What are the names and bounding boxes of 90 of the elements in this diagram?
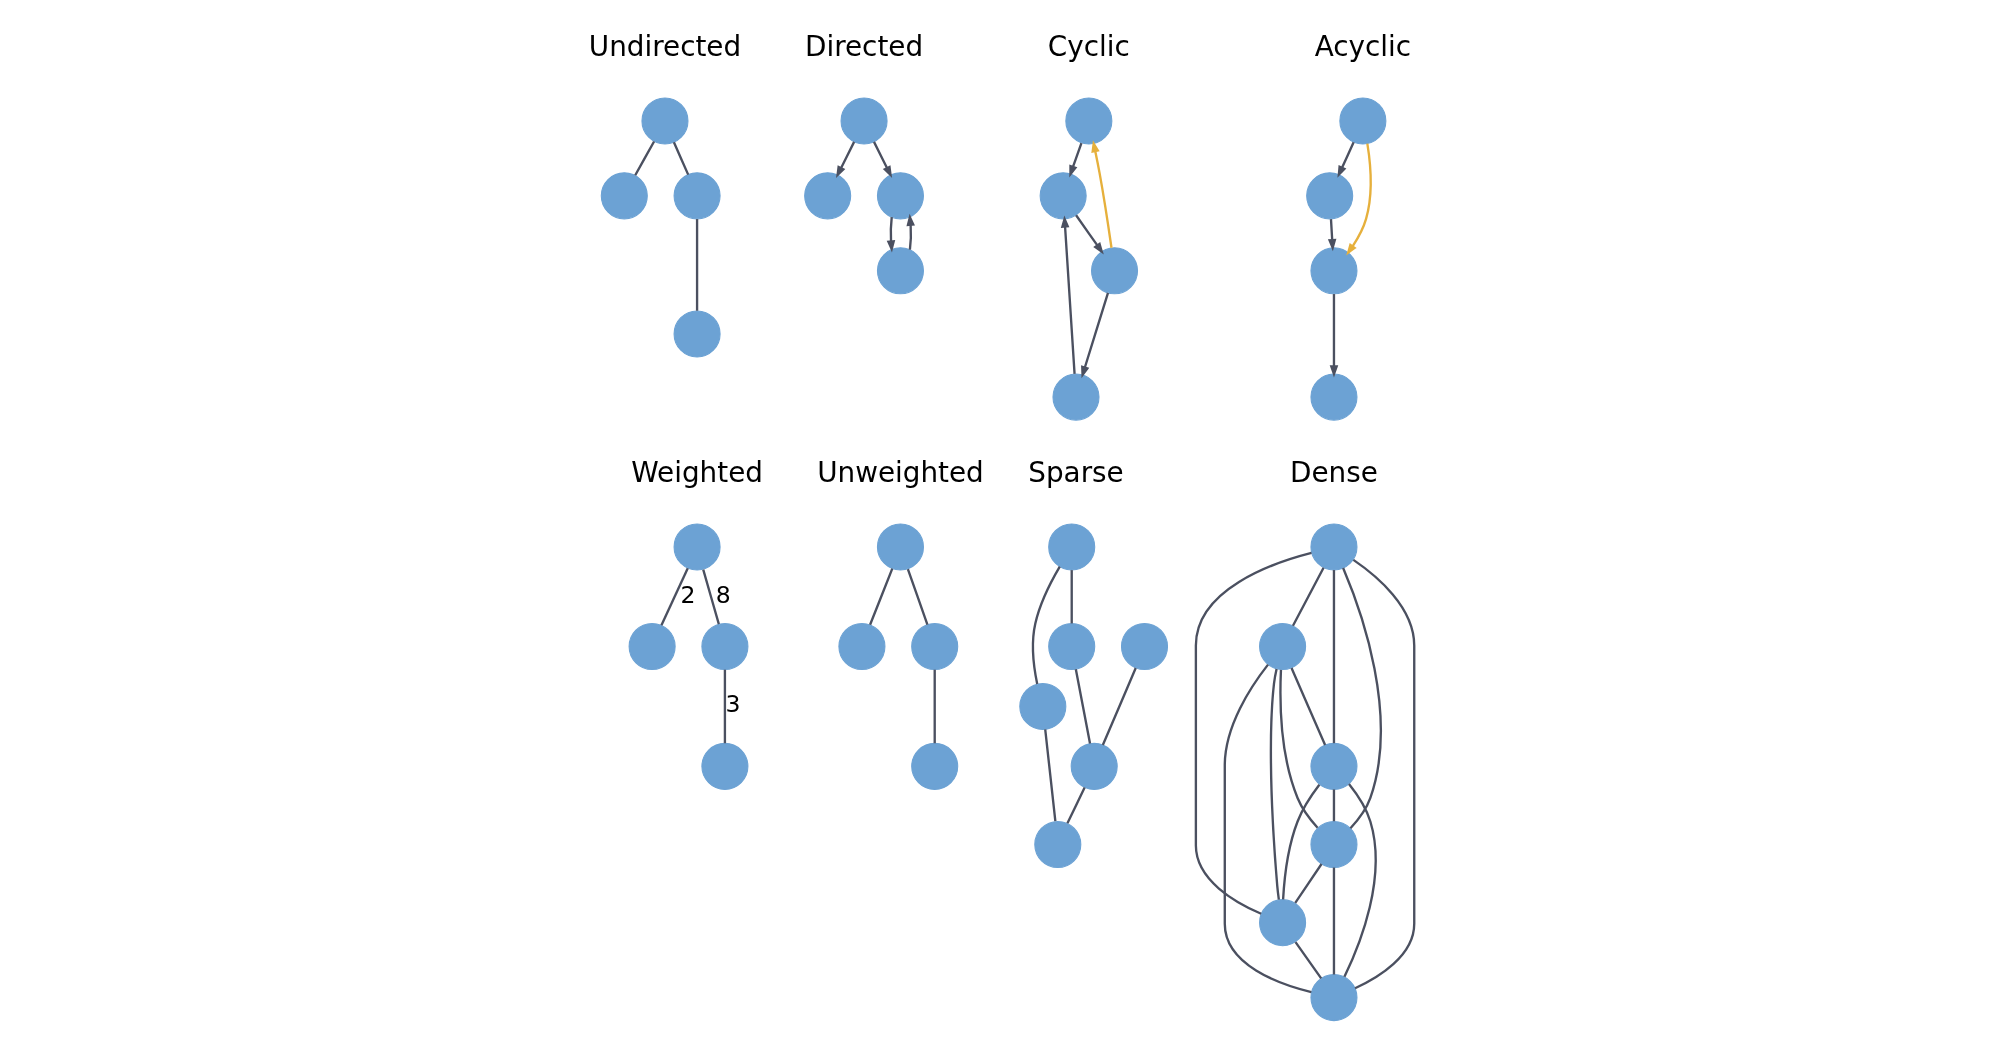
node-circle	[673, 310, 721, 358]
label: Unweighted	[817, 455, 984, 489]
node-circle	[701, 742, 749, 790]
connector	[660, 567, 689, 626]
node-circle	[673, 172, 721, 220]
connector	[933, 669, 936, 744]
connector	[1352, 558, 1416, 990]
node-circle	[1310, 820, 1358, 869]
node-circle	[1310, 523, 1358, 571]
arrow	[906, 213, 915, 250]
arrow	[1060, 215, 1076, 374]
connector	[1066, 786, 1086, 824]
connector	[1031, 566, 1061, 685]
node-circle	[1120, 622, 1169, 671]
connector	[1101, 667, 1137, 746]
node-circle	[876, 172, 924, 220]
edge-label: 8	[715, 580, 731, 609]
node-circle	[600, 172, 648, 220]
connector	[1269, 668, 1281, 900]
arrow	[1075, 214, 1104, 255]
connector	[906, 568, 929, 626]
arrow	[872, 141, 893, 179]
node-circle	[1310, 742, 1358, 790]
node-circle	[1306, 172, 1354, 220]
connector	[1070, 570, 1073, 624]
connector	[1044, 729, 1057, 822]
node-circle	[876, 247, 924, 295]
node-circle	[1091, 247, 1139, 295]
node-circle	[804, 172, 852, 220]
node-circle	[1039, 172, 1087, 220]
connector	[702, 569, 720, 625]
node-circle	[628, 622, 676, 671]
node-circle	[673, 523, 721, 571]
node-circle	[1052, 373, 1100, 421]
node-circle	[641, 97, 689, 145]
connector	[869, 568, 894, 626]
connector	[634, 140, 656, 176]
node-circle	[1019, 682, 1067, 730]
label: Dense	[1290, 455, 1378, 489]
node-circle	[1310, 974, 1358, 1022]
connector	[1332, 789, 1336, 822]
connector	[1290, 667, 1327, 746]
connector	[1223, 663, 1312, 994]
connector	[672, 141, 690, 176]
node-circle	[876, 523, 924, 571]
node-circle	[1034, 820, 1082, 869]
node-circle	[1259, 622, 1307, 671]
arrow	[1091, 140, 1113, 248]
arrow	[1327, 219, 1337, 252]
arrow	[1081, 292, 1110, 379]
node-circle	[1048, 523, 1096, 571]
node-circle	[701, 622, 749, 671]
arrow	[1329, 294, 1339, 378]
label: Undirected	[588, 29, 742, 63]
label: Sparse	[1028, 455, 1124, 489]
arrow	[836, 141, 856, 179]
connector	[1332, 570, 1336, 744]
connector	[1343, 783, 1377, 978]
arrow	[886, 217, 896, 253]
node-circle	[1339, 97, 1387, 145]
node-circle	[840, 97, 888, 145]
label: Acyclic	[1314, 29, 1412, 63]
node-circle	[1048, 622, 1096, 671]
node-circle	[1065, 97, 1113, 145]
edge-label: 2	[680, 580, 696, 609]
arrow	[1069, 142, 1083, 178]
arrow	[1346, 143, 1372, 256]
label: Cyclic	[1047, 29, 1130, 63]
connector	[1074, 668, 1092, 744]
node-circle	[1259, 899, 1307, 947]
label: Directed	[805, 29, 924, 63]
connector	[1294, 863, 1323, 904]
connector	[1291, 567, 1325, 627]
node-circle	[1310, 247, 1358, 295]
connector	[1281, 784, 1321, 900]
connector	[1194, 551, 1312, 915]
node-circle	[838, 622, 886, 671]
connector	[695, 219, 699, 311]
arrow	[1337, 141, 1355, 178]
connector	[723, 669, 727, 744]
connector	[1279, 669, 1319, 829]
connector	[1332, 867, 1336, 975]
edge-label: 3	[725, 690, 741, 719]
node-circle	[911, 622, 959, 671]
label: Weighted	[631, 455, 763, 489]
node-circle	[911, 742, 959, 790]
node-circle	[1070, 742, 1118, 790]
connector	[1342, 567, 1382, 830]
node-circle	[1310, 373, 1358, 421]
connector	[1294, 941, 1323, 980]
